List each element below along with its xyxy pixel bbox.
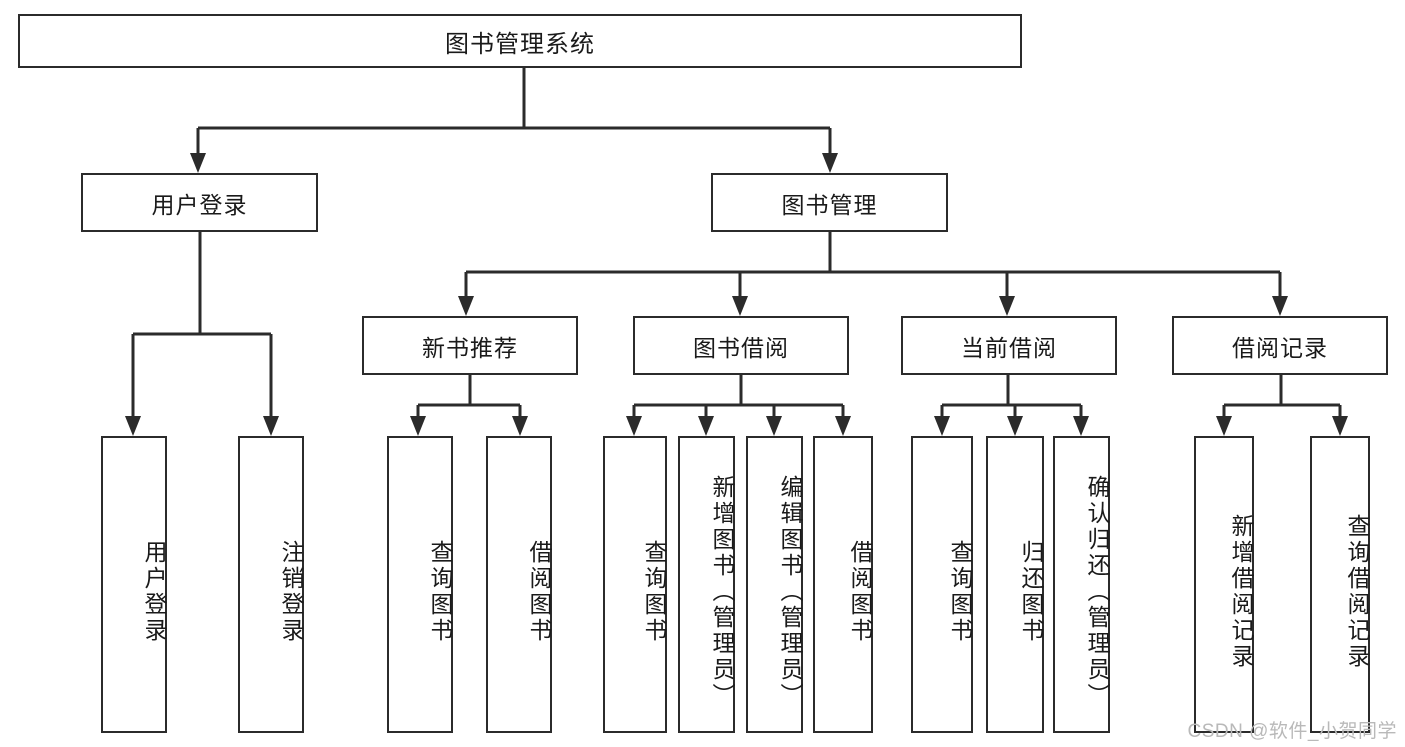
node-box-user-login[interactable]: 用户登录 bbox=[81, 173, 318, 232]
rec-to-leaf1-arrowhead-icon bbox=[410, 416, 426, 436]
node-label: 图书管理 bbox=[781, 191, 878, 218]
node-label: 用户登录 bbox=[141, 539, 167, 644]
bw-to-leaf4-arrowhead-icon bbox=[835, 416, 851, 436]
node-label: 图书管理系统 bbox=[445, 30, 595, 58]
node-box-leaf-query-record[interactable]: 查询借阅记录 bbox=[1310, 436, 1370, 733]
node-label: 新增借阅记录 bbox=[1228, 513, 1254, 670]
bw-to-leaf1-arrowhead-icon bbox=[626, 416, 642, 436]
cb-to-leaf3-arrowhead-icon bbox=[1073, 416, 1089, 436]
node-box-new-book-recommend[interactable]: 新书推荐 bbox=[362, 316, 578, 375]
node-label: 借阅图书 bbox=[847, 539, 873, 644]
node-box-borrow-record[interactable]: 借阅记录 bbox=[1172, 316, 1388, 375]
rec-to-leaf2-arrowhead-icon bbox=[512, 416, 528, 436]
node-box-current-borrow[interactable]: 当前借阅 bbox=[901, 316, 1117, 375]
node-box-leaf-return-book[interactable]: 归还图书 bbox=[986, 436, 1044, 733]
br-to-leaf1-arrowhead-icon bbox=[1216, 416, 1232, 436]
node-label: 图书借阅 bbox=[693, 334, 789, 361]
node-box-leaf-user-login[interactable]: 用户登录 bbox=[101, 436, 167, 733]
node-box-leaf-query-book-recommend[interactable]: 查询图书 bbox=[387, 436, 453, 733]
node-label: 确认归还（管理员） bbox=[1084, 474, 1110, 709]
bm-to-record-arrowhead-icon bbox=[1272, 296, 1288, 316]
node-box-leaf-add-record[interactable]: 新增借阅记录 bbox=[1194, 436, 1254, 733]
connector-group bbox=[125, 68, 1348, 436]
node-box-leaf-edit-book[interactable]: 编辑图书（管理员） bbox=[746, 436, 803, 733]
br-to-leaf2-arrowhead-icon bbox=[1332, 416, 1348, 436]
node-box-leaf-borrow-book-recommend[interactable]: 借阅图书 bbox=[486, 436, 552, 733]
node-label: 编辑图书（管理员） bbox=[777, 474, 803, 709]
node-label: 借阅图书 bbox=[526, 539, 552, 644]
node-box-leaf-add-book[interactable]: 新增图书（管理员） bbox=[678, 436, 735, 733]
bm-to-borrow-arrowhead-icon bbox=[732, 296, 748, 316]
node-label: 查询图书 bbox=[947, 539, 973, 644]
bm-to-recommend-arrowhead-icon bbox=[458, 296, 474, 316]
node-box-leaf-confirm-return[interactable]: 确认归还（管理员） bbox=[1053, 436, 1110, 733]
cb-to-leaf1-arrowhead-icon bbox=[934, 416, 950, 436]
bw-to-leaf2-arrowhead-icon bbox=[698, 416, 714, 436]
ul-to-leaf2-arrowhead-icon bbox=[263, 416, 279, 436]
node-box-leaf-query-book-current[interactable]: 查询图书 bbox=[911, 436, 973, 733]
node-box-book-management[interactable]: 图书管理 bbox=[711, 173, 948, 232]
node-label: 查询图书 bbox=[427, 539, 453, 644]
root-to-user-login-arrowhead-icon bbox=[190, 153, 206, 173]
root-to-book-mgmt-arrowhead-icon bbox=[822, 153, 838, 173]
bm-to-current-arrowhead-icon bbox=[999, 296, 1015, 316]
node-label: 查询图书 bbox=[641, 539, 667, 644]
node-label: 新增图书（管理员） bbox=[709, 474, 735, 709]
node-label: 当前借阅 bbox=[961, 334, 1057, 361]
node-box-leaf-borrow-book[interactable]: 借阅图书 bbox=[813, 436, 873, 733]
node-box-book-borrow[interactable]: 图书借阅 bbox=[633, 316, 849, 375]
ul-to-leaf1-arrowhead-icon bbox=[125, 416, 141, 436]
node-box-root[interactable]: 图书管理系统 bbox=[18, 14, 1022, 68]
node-box-leaf-logout[interactable]: 注销登录 bbox=[238, 436, 304, 733]
bw-to-leaf3-arrowhead-icon bbox=[766, 416, 782, 436]
node-label: 查询借阅记录 bbox=[1344, 513, 1370, 670]
node-label: 新书推荐 bbox=[422, 334, 518, 361]
node-label: 归还图书 bbox=[1018, 539, 1044, 644]
node-label: 用户登录 bbox=[151, 191, 248, 218]
node-box-leaf-query-book-borrow[interactable]: 查询图书 bbox=[603, 436, 667, 733]
cb-to-leaf2-arrowhead-icon bbox=[1007, 416, 1023, 436]
node-label: 借阅记录 bbox=[1232, 334, 1328, 361]
node-label: 注销登录 bbox=[278, 539, 304, 644]
